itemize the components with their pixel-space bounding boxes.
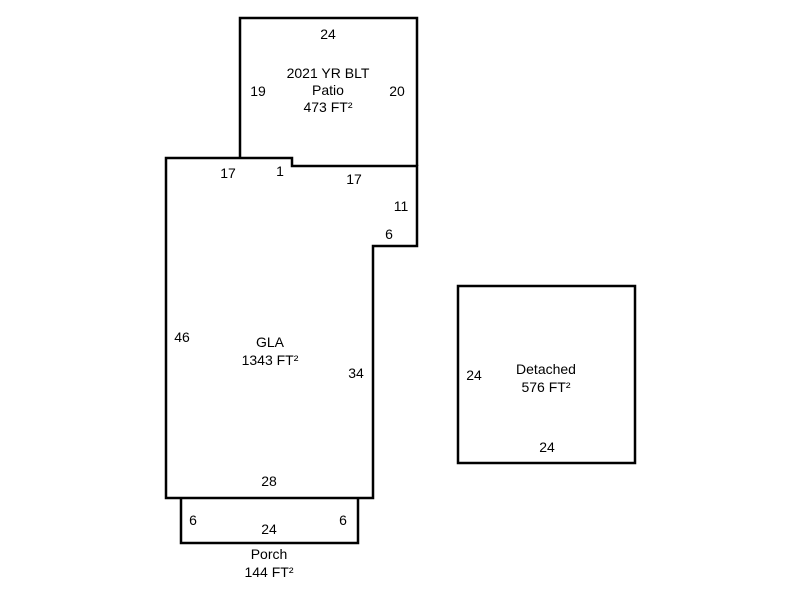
gla-outline <box>164 156 419 500</box>
patio-dim-top: 24 <box>320 26 336 42</box>
gla-dim-right-lower: 34 <box>348 365 364 381</box>
gla-dim-left: 46 <box>174 329 190 345</box>
detached-area: 24 24 Detached 576 FT² <box>456 284 637 465</box>
detached-area-label: 576 FT² <box>521 379 570 395</box>
gla-dim-notch: 6 <box>385 226 393 242</box>
detached-outline <box>456 284 637 465</box>
patio-dim-right: 20 <box>389 83 405 99</box>
porch-area-label: 144 FT² <box>244 564 293 580</box>
patio-name-label: Patio <box>312 82 344 98</box>
porch-outline <box>179 498 360 545</box>
gla-dim-top-left: 17 <box>220 165 236 181</box>
detached-dim-bottom: 24 <box>539 439 555 455</box>
detached-dim-left: 24 <box>466 367 482 383</box>
gla-dim-step: 1 <box>276 163 284 179</box>
gla-dim-top-right: 17 <box>346 171 362 187</box>
porch-dim-right: 6 <box>339 512 347 528</box>
patio-outline <box>238 16 419 166</box>
patio-dim-left: 19 <box>250 83 266 99</box>
gla-area: 17 1 17 11 6 46 34 28 GLA 1343 FT² <box>164 156 419 500</box>
porch-dim-left: 6 <box>189 512 197 528</box>
porch-name-label: Porch <box>251 546 288 562</box>
detached-name-label: Detached <box>516 361 576 377</box>
gla-dim-bottom: 28 <box>261 473 277 489</box>
patio-area: 24 19 20 2021 YR BLT Patio 473 FT² <box>238 16 419 166</box>
gla-name-label: GLA <box>256 334 285 350</box>
gla-area-label: 1343 FT² <box>242 352 299 368</box>
patio-area-label: 473 FT² <box>303 99 352 115</box>
porch-dim-bottom: 24 <box>261 521 277 537</box>
gla-dim-right-upper: 11 <box>394 198 409 214</box>
porch-area: 6 6 24 Porch 144 FT² <box>179 498 360 580</box>
patio-year-label: 2021 YR BLT <box>287 65 370 81</box>
